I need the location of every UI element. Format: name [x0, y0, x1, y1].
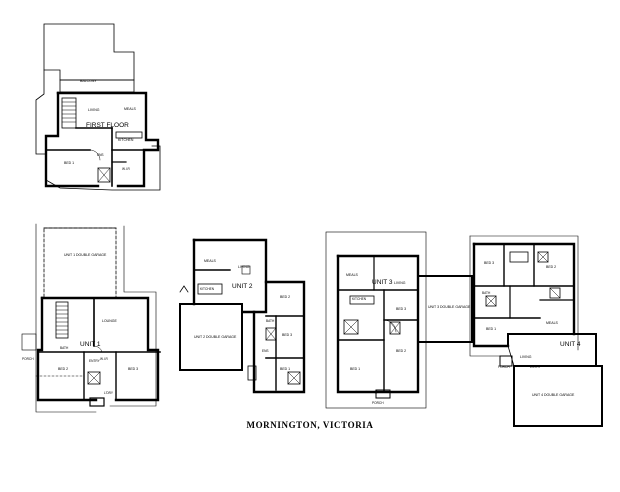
- unit-2-room-bed3: BED 3: [282, 333, 292, 337]
- drawing-title: MORNINGTON, VICTORIA: [246, 420, 374, 430]
- unit-3-label: UNIT 3: [372, 279, 393, 286]
- unit-1-room-lounge: LOUNGE: [102, 319, 117, 323]
- unit-4-room-bed2: BED 2: [546, 265, 556, 269]
- unit-3-room-bed3: BED 3: [396, 307, 406, 311]
- first-floor-room-kitchen: KITCHEN: [118, 138, 134, 142]
- unit-4-label: UNIT 4: [560, 341, 581, 348]
- unit-4-room-bed3: BED 3: [484, 261, 494, 265]
- unit-3-room-garage: UNIT 3 DOUBLE GARAGE: [428, 305, 471, 309]
- unit-2-plan: [179, 238, 306, 394]
- first-floor-heading: FIRST FLOOR: [86, 122, 129, 129]
- unit-2-room-garage: UNIT 2 DOUBLE GARAGE: [194, 335, 237, 339]
- unit-4-room-meals: MEALS: [546, 321, 559, 325]
- unit-1-room-entry: ENTRY: [89, 359, 101, 363]
- unit-4-plan: [469, 235, 603, 427]
- unit-1-room-wir: W.I.R: [100, 357, 108, 361]
- unit-3-room-bed1: BED 1: [350, 367, 360, 371]
- unit-4-room-garage: UNIT 4 DOUBLE GARAGE: [532, 393, 575, 397]
- unit-3-plan: [325, 231, 473, 409]
- unit-2-room-bath: BATH: [266, 319, 275, 323]
- unit-3-room-living: LIVING: [394, 281, 406, 285]
- unit-1-room-porch: PORCH: [22, 357, 34, 361]
- unit-1-room-bed3: BED 3: [128, 367, 138, 371]
- first-floor-room-ens: ENS: [97, 153, 104, 157]
- unit-3-room-porch: PORCH: [372, 401, 384, 405]
- unit-2-room-kitchen: KITCHEN: [200, 287, 215, 291]
- unit-1-room-laundry: L'DRY: [104, 391, 114, 395]
- unit-4-room-living: LIVING: [520, 355, 532, 359]
- unit-4-room-entry: ENTRY: [530, 365, 542, 369]
- first-floor-room-bed1: BED 1: [64, 161, 74, 165]
- unit-1-label: UNIT 1: [80, 341, 101, 348]
- unit-2-room-living: LIVING: [238, 265, 250, 269]
- unit-2-room-ens: ENS: [262, 349, 269, 353]
- unit-3-room-meals: MEALS: [346, 273, 359, 277]
- unit-2-room-bed1: BED 1: [280, 367, 290, 371]
- unit-2-label: UNIT 2: [232, 283, 253, 290]
- first-floor-room-balcony: BALCONY: [80, 79, 97, 83]
- unit-3-room-bed2: BED 2: [396, 349, 406, 353]
- first-floor-room-living: LIVING: [88, 108, 100, 112]
- unit-2-room-meals: MEALS: [204, 259, 217, 263]
- unit-4-room-porch: PORCH: [498, 365, 510, 369]
- first-floor-room-wir: W.I.R: [122, 167, 130, 171]
- first-floor-room-meals: MEALS: [124, 107, 137, 111]
- unit-1-plan: [21, 223, 161, 413]
- unit-4-room-bath: BATH: [482, 291, 491, 295]
- unit-1-room-garage: UNIT 1 DOUBLE GARAGE: [64, 253, 107, 257]
- unit-2-room-bed2: BED 2: [280, 295, 290, 299]
- unit-3-room-kitchen: KITCHEN: [352, 297, 367, 301]
- unit-1-room-bath: BATH: [60, 346, 69, 350]
- first-floor-plan: [35, 23, 161, 191]
- unit-4-room-bed1: BED 1: [486, 327, 496, 331]
- unit-1-room-bed2: BED 2: [58, 367, 68, 371]
